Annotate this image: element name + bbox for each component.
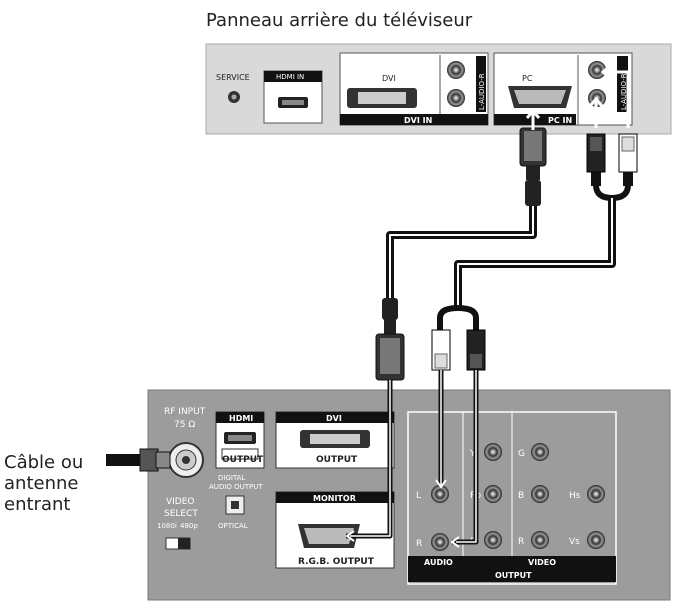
pc-audio-l-jack bbox=[588, 61, 606, 79]
coax-cable bbox=[106, 454, 142, 466]
dvi-audio-r-jack bbox=[447, 89, 465, 107]
b-jack bbox=[531, 485, 549, 503]
pr-jack bbox=[484, 531, 502, 549]
dsub-plug-bottom bbox=[375, 298, 405, 381]
cables bbox=[386, 184, 631, 330]
res-1080-label: 1080i bbox=[157, 522, 177, 530]
monitor-label: MONITOR bbox=[313, 494, 356, 503]
caption-left: Câble ou antenne entrant bbox=[4, 452, 89, 515]
incoming-cable bbox=[106, 448, 171, 472]
dvi-audio-label: L-AUDIO-R bbox=[478, 73, 486, 110]
arrow-pc-in bbox=[525, 108, 541, 130]
arrow-audio-r bbox=[588, 96, 604, 128]
hs-jack bbox=[587, 485, 605, 503]
r-label: R bbox=[518, 537, 524, 547]
hdmi-output-label: OUTPUT bbox=[222, 455, 264, 465]
rf-ohm-label: 75 Ω bbox=[174, 420, 195, 430]
output-label: OUTPUT bbox=[495, 571, 532, 580]
tv-rear-panel: SERVICE HDMI IN DVI IN DVI L-AUDIO-R PC … bbox=[205, 43, 672, 135]
r-jack bbox=[531, 531, 549, 549]
arrow-audio-r bbox=[451, 536, 460, 548]
hdmi-in-label: HDMI IN bbox=[276, 73, 304, 81]
dsub-plug-top bbox=[519, 127, 547, 206]
hs-label: Hs bbox=[569, 491, 581, 501]
caption-top: Panneau arrière du téléviseur bbox=[206, 10, 473, 31]
video-select-label-2: SELECT bbox=[164, 509, 198, 519]
audio-label: AUDIO bbox=[424, 558, 453, 567]
dvi-label: DVI bbox=[382, 74, 396, 83]
dvi-output-top-label: DVI bbox=[326, 414, 342, 423]
service-label: SERVICE bbox=[216, 73, 250, 82]
b-label: B bbox=[518, 491, 524, 501]
pb-jack bbox=[484, 485, 502, 503]
vs-jack bbox=[587, 531, 605, 549]
caption-left-line-2: antenne bbox=[4, 473, 78, 494]
g-label: G bbox=[518, 449, 525, 459]
y-jack bbox=[484, 443, 502, 461]
audio-l-jack bbox=[431, 485, 449, 503]
y-label: Y bbox=[469, 449, 476, 459]
audio-r-label: R bbox=[416, 539, 422, 549]
hdmi-label: HDMI bbox=[229, 414, 253, 423]
vs-label: Vs bbox=[569, 537, 580, 547]
arrow-rgb-output bbox=[346, 530, 355, 542]
caption-left-line-3: entrant bbox=[4, 494, 70, 515]
coax-connector bbox=[139, 448, 159, 472]
rgb-output-label: R.G.B. OUTPUT bbox=[298, 557, 375, 567]
dvi-output-label: OUTPUT bbox=[316, 455, 358, 465]
box-rear-panel: RF INPUT 75 Ω VIDEO SELECT 1080i 480p HD… bbox=[147, 389, 671, 601]
pc-in-label: PC IN bbox=[548, 116, 572, 125]
arrows-top bbox=[525, 64, 630, 130]
video-select-label-1: VIDEO bbox=[166, 497, 195, 507]
pc-audio-label: L-AUDIO-R bbox=[620, 73, 628, 110]
digital-label: DIGITAL bbox=[218, 474, 245, 482]
box-connection-lines bbox=[346, 370, 479, 548]
g-jack bbox=[531, 443, 549, 461]
rf-input-label: RF INPUT bbox=[164, 407, 206, 417]
video-label: VIDEO bbox=[528, 558, 556, 567]
arrow-audio-l bbox=[435, 479, 447, 488]
digital-audio-output-label: AUDIO OUTPUT bbox=[209, 483, 263, 491]
audio-l-label: L bbox=[416, 491, 421, 501]
dvi-audio-l-jack bbox=[447, 61, 465, 79]
caption-left-line-1: Câble ou bbox=[4, 452, 83, 473]
optical-label: OPTICAL bbox=[218, 522, 248, 530]
dvi-in-label: DVI IN bbox=[404, 116, 432, 125]
rca-plugs-top bbox=[586, 133, 638, 186]
res-480-label: 480p bbox=[180, 522, 198, 530]
pc-label: PC bbox=[522, 74, 533, 83]
audio-r-jack bbox=[431, 533, 449, 551]
rca-plugs-bottom bbox=[431, 329, 486, 371]
arrow-audio-l bbox=[600, 64, 630, 128]
